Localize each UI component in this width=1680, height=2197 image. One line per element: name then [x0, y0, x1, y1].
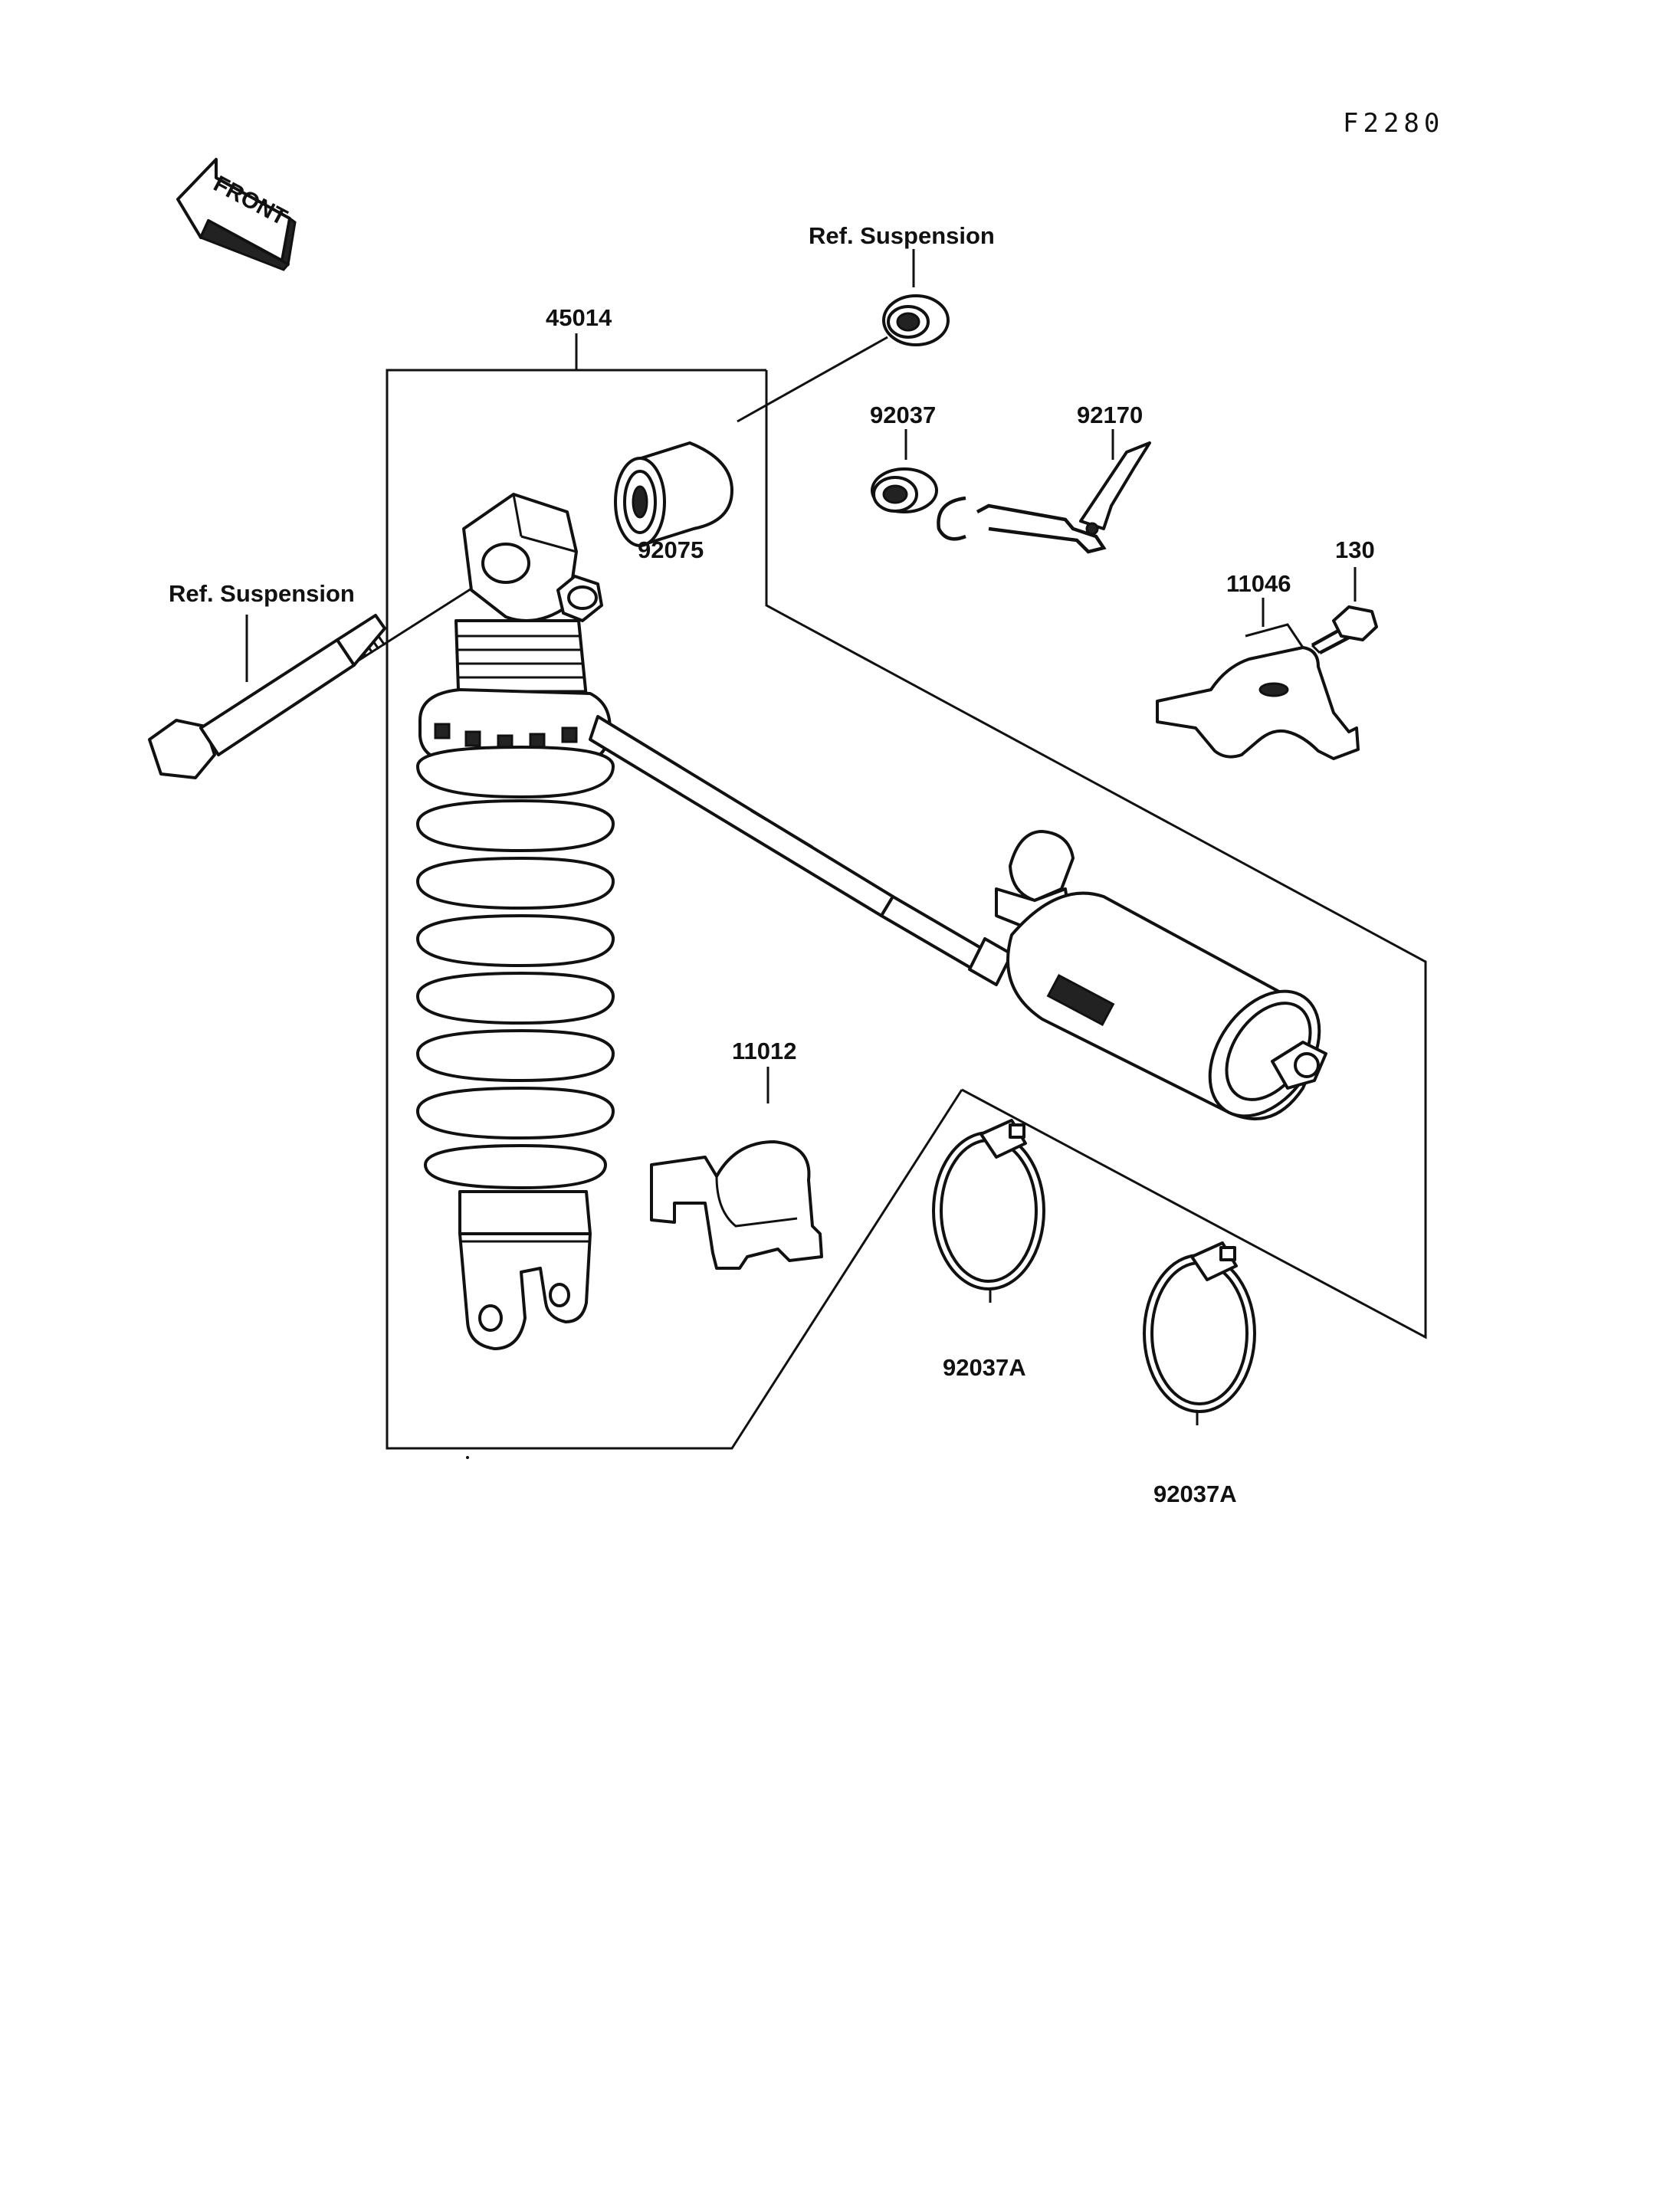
bushing-92075	[614, 441, 733, 547]
top-collar	[882, 294, 950, 346]
stray-dot	[466, 1456, 469, 1459]
bracket-11012	[650, 1140, 823, 1270]
label-45014: 45014	[546, 304, 612, 331]
figure-code: F2280	[1343, 108, 1444, 139]
long-bolt	[148, 614, 386, 779]
bolt-130	[1311, 605, 1378, 654]
assembly-outline	[386, 333, 1427, 1450]
label-ref-suspension-left: Ref. Suspension	[169, 580, 355, 607]
label-92037A-2: 92037A	[1153, 1481, 1237, 1507]
leader-lines	[245, 249, 1357, 1425]
hose-clamp-92037A-1	[932, 1119, 1045, 1290]
shock-absorber-45014	[416, 493, 615, 1350]
front-arrow-icon: FRONT	[176, 158, 297, 271]
label-92075: 92075	[638, 536, 704, 563]
label-11046: 11046	[1226, 570, 1291, 597]
label-92170: 92170	[1077, 402, 1143, 428]
bracket-11046	[1156, 623, 1360, 760]
hose-clamp-92037A-2	[1143, 1241, 1256, 1413]
label-11012: 11012	[732, 1038, 797, 1064]
remote-reservoir	[589, 715, 1327, 1120]
label-92037A-1: 92037A	[943, 1354, 1026, 1381]
label-92037: 92037	[870, 402, 936, 428]
label-ref-suspension-top: Ref. Suspension	[809, 222, 995, 249]
seal-92037	[871, 467, 938, 513]
label-130: 130	[1335, 536, 1375, 563]
clip-92170	[937, 441, 1151, 554]
